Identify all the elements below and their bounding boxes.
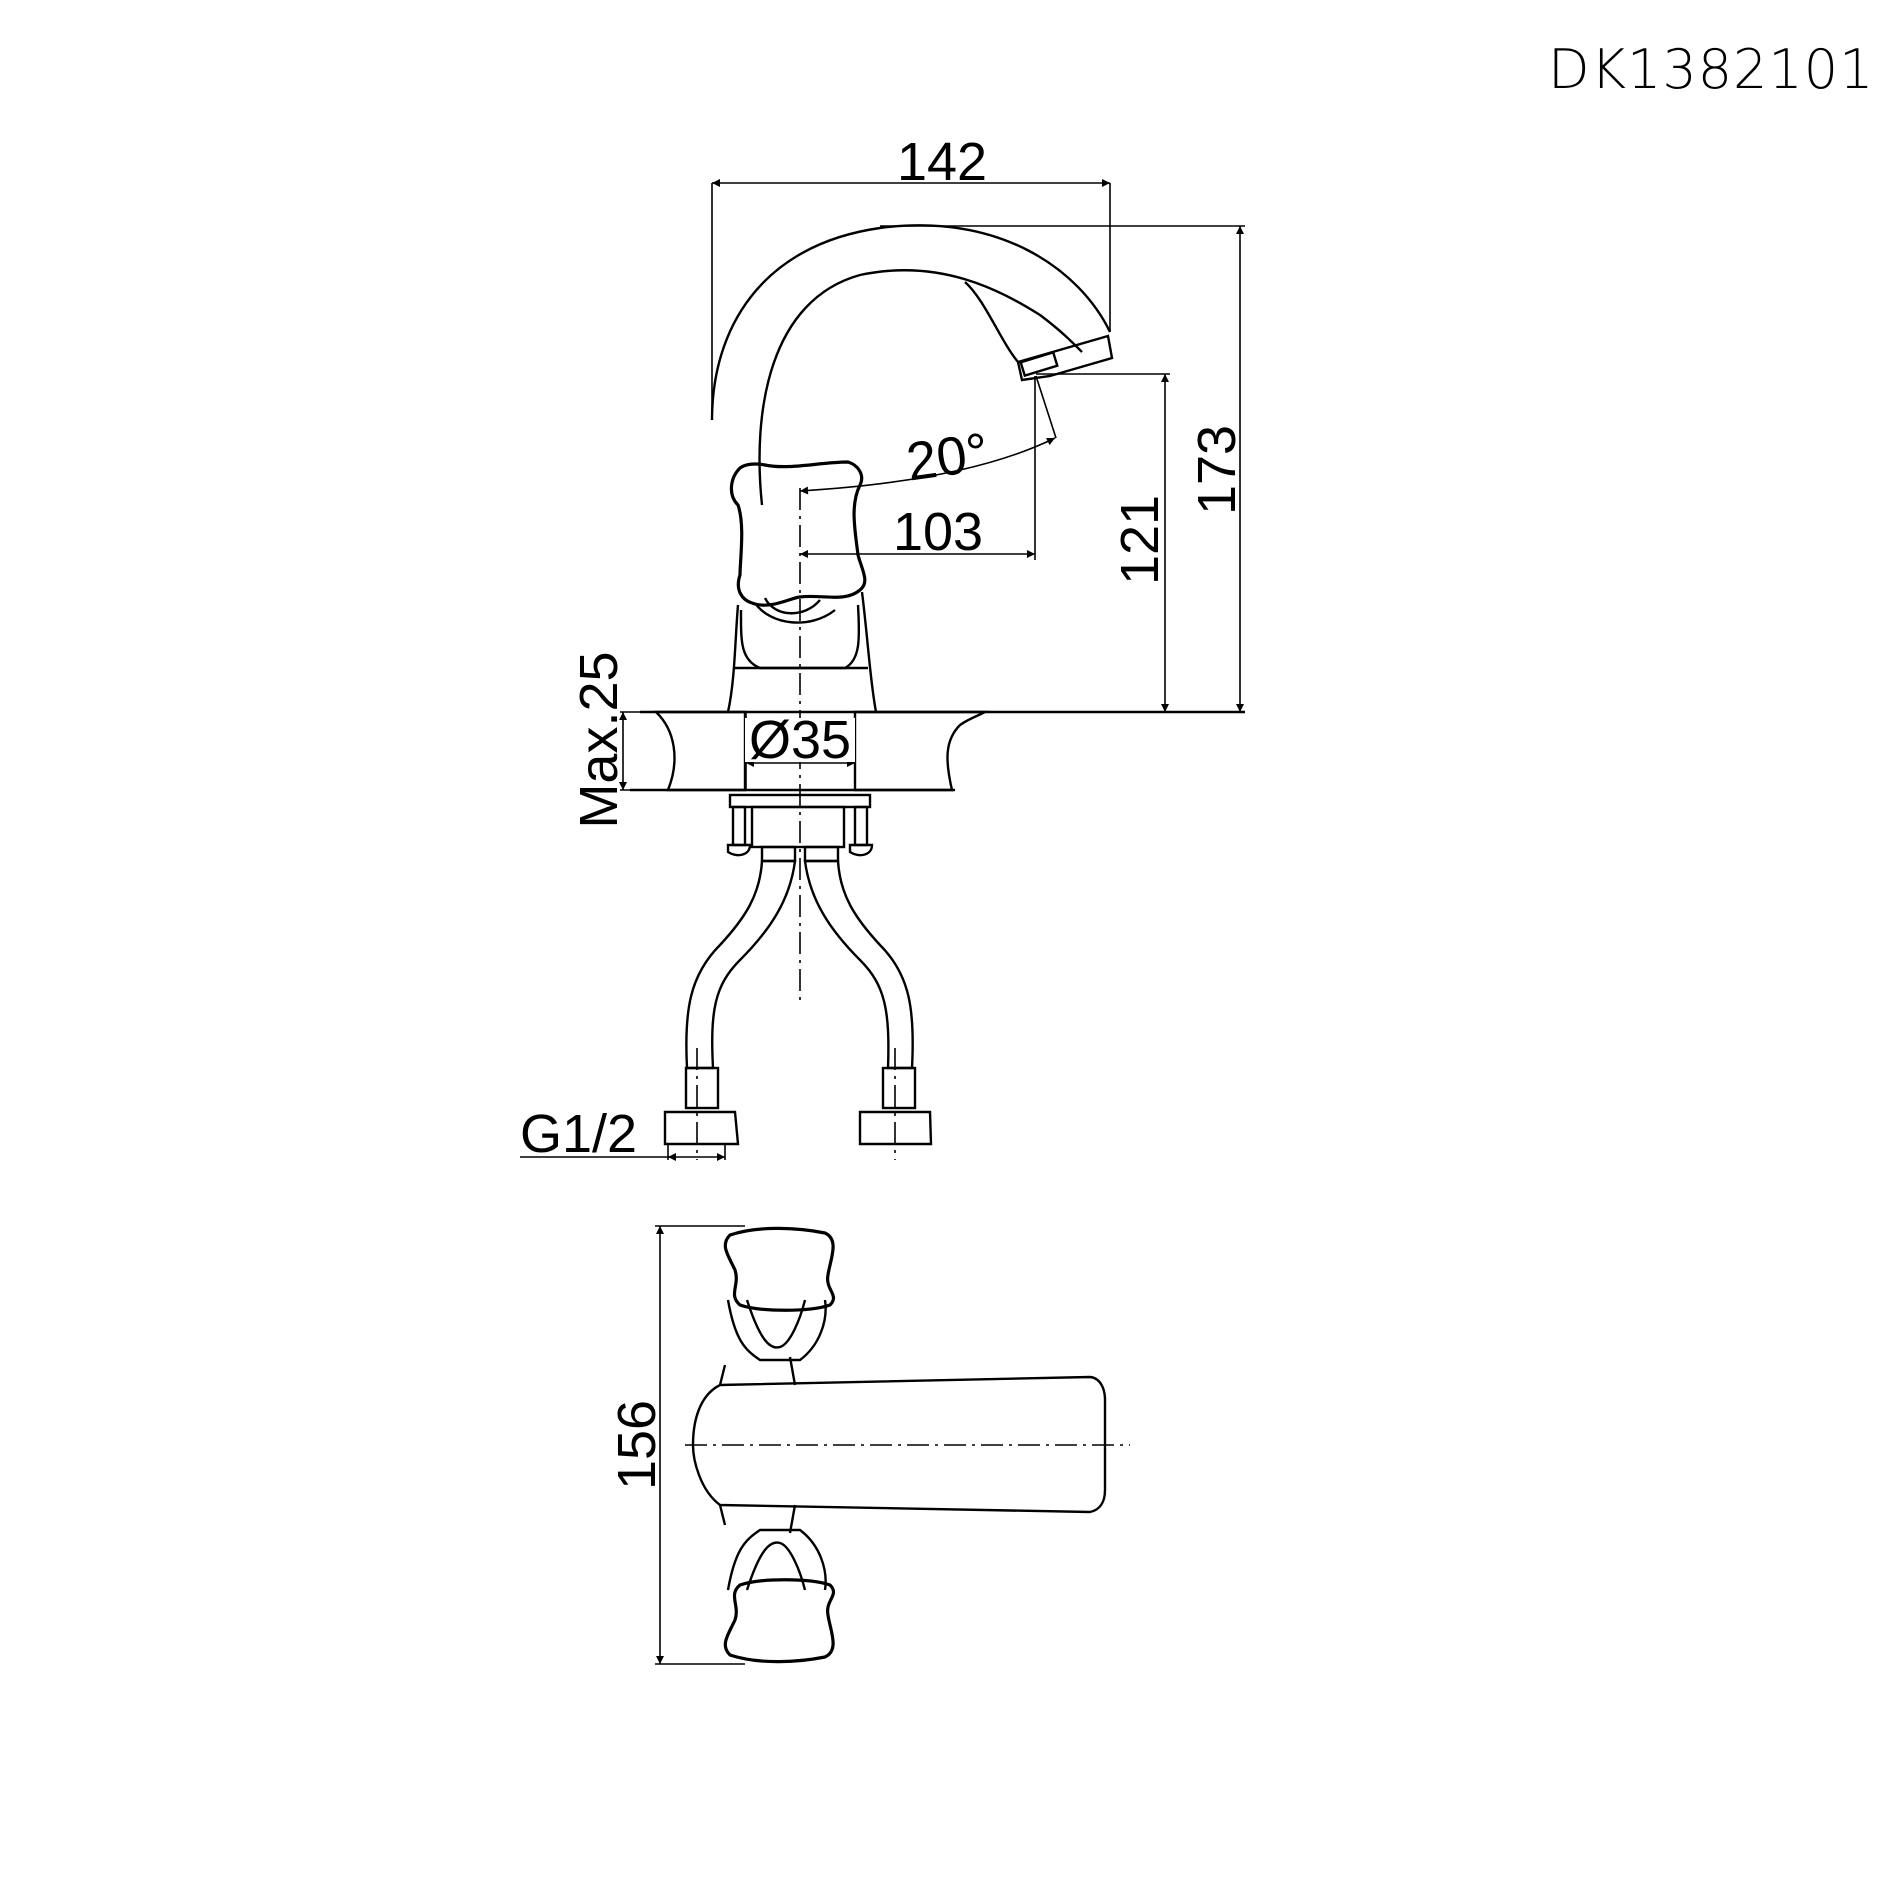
flexible-hoses: [663, 859, 933, 1160]
side-view: 142 173 121 20°: [520, 132, 1247, 1164]
top-spout: [691, 1375, 1107, 1514]
dim-label-max-25: Max.25: [569, 651, 629, 828]
dim-label-angle: 20°: [903, 422, 992, 493]
dimension-121: 121: [1036, 373, 1170, 712]
dim-label-g12: G1/2: [520, 1104, 637, 1164]
dimension-156: 156: [607, 1225, 745, 1665]
deck-section: Ø35: [630, 710, 1245, 792]
body: [726, 604, 740, 713]
dimension-142: 142: [711, 132, 1111, 420]
mounting-hardware: [726, 793, 874, 863]
dim-label-156: 156: [607, 1400, 667, 1490]
top-handle-upper: [723, 1226, 836, 1312]
dim-label-121: 121: [1110, 495, 1170, 585]
top-view: 156: [607, 1225, 1130, 1665]
dimension-g12: G1/2: [520, 1104, 726, 1164]
spout-outer: [710, 224, 1112, 421]
dim-label-173: 173: [1187, 425, 1247, 515]
dimension-max-25: Max.25: [569, 651, 660, 829]
dimension-angle-20: 20°: [799, 375, 1057, 495]
dimension-103: 103: [800, 376, 1036, 562]
spout-inner: [758, 269, 1083, 506]
dim-label-diameter: Ø35: [749, 710, 851, 770]
dimension-173: 173: [880, 225, 1247, 712]
top-handle-lower: [723, 1578, 836, 1664]
dim-label-103: 103: [893, 502, 983, 562]
handle: [729, 460, 867, 607]
aerator: [1016, 334, 1114, 382]
dim-label-142: 142: [897, 132, 987, 192]
model-code: DK1382101: [1548, 38, 1875, 101]
